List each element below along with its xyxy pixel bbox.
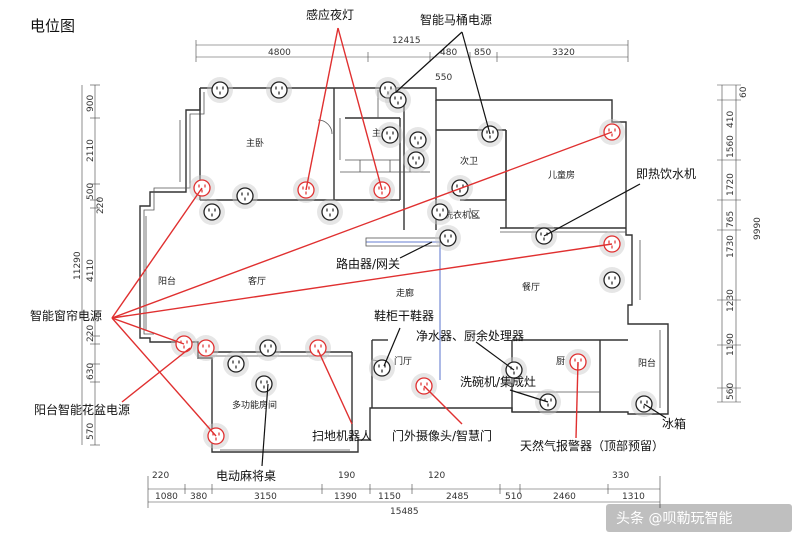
callout-gas-alarm: 天然气报警器（顶部预留） xyxy=(520,438,664,453)
dim-left-3: 500 xyxy=(86,183,96,200)
callout-shoe-dryer: 鞋柜干鞋器 xyxy=(374,308,434,323)
outlets xyxy=(171,77,657,449)
dim-top-4: 3320 xyxy=(552,48,575,58)
callout-dishwasher: 洗碗机/集成灶 xyxy=(460,374,536,389)
dim-top-3: 850 xyxy=(474,48,491,58)
callout-mahjong: 电动麻将桌 xyxy=(216,468,276,483)
dim-bottom-3: 3150 xyxy=(254,492,277,502)
watermark: 头条 @呗勒玩智能 xyxy=(616,510,732,527)
outlet-icon xyxy=(232,183,258,209)
dim-bottom-8: 2460 xyxy=(553,492,576,502)
outlet-icon xyxy=(385,87,411,113)
dim-left-7: 630 xyxy=(86,363,96,380)
outlet-icon xyxy=(427,199,453,225)
dim-left-1: 900 xyxy=(86,95,96,112)
dim-bottom-2: 380 xyxy=(190,492,207,502)
outlet-icon xyxy=(377,122,403,148)
dim-bottom-total: 15485 xyxy=(390,507,419,517)
watermark-box xyxy=(606,504,792,532)
dim-right-8: 1190 xyxy=(726,333,736,356)
callout-toilet: 智能马桶电源 xyxy=(420,12,492,27)
callout-water-heater: 即热饮水机 xyxy=(636,167,696,181)
room-living: 客厅 xyxy=(248,275,266,287)
dim-right-9: 560 xyxy=(726,383,736,400)
dim-left-total: 11290 xyxy=(73,251,83,280)
room-master: 主卧 xyxy=(246,137,264,149)
room-balcony2: 阳台 xyxy=(638,357,656,369)
outlet-icon xyxy=(207,77,233,103)
dim-left-8: 570 xyxy=(86,423,96,440)
dim-top-1: 4800 xyxy=(268,48,291,58)
dim-bottom-small-3: 120 xyxy=(428,471,445,481)
room-multi: 多功能房间 xyxy=(232,399,277,411)
callouts: 感应夜灯 智能马桶电源 即热饮水机 路由器/网关 智能窗帘电源 鞋柜干鞋器 净水… xyxy=(30,7,696,483)
dim-bottom-4: 1390 xyxy=(334,492,357,502)
dim-left-4: 220 xyxy=(96,197,106,214)
dim-bottom-5: 1150 xyxy=(378,492,401,502)
callout-door-camera: 门外摄像头/智慧门 xyxy=(392,428,492,443)
dim-left-5: 4110 xyxy=(86,259,96,282)
room-balcony: 阳台 xyxy=(158,275,176,287)
left-dimensions: 900 2110 500 220 4110 220 630 570 11290 xyxy=(73,84,106,446)
dim-right-4: 1720 xyxy=(726,173,736,196)
right-dimensions: 60 410 1560 1720 765 1730 1230 1190 560 … xyxy=(717,84,763,403)
outlet-icon xyxy=(403,147,429,173)
room-kitchen: 厨 xyxy=(556,356,565,367)
dim-right-3: 1560 xyxy=(726,135,736,158)
callout-night-light: 感应夜灯 xyxy=(306,7,354,22)
dim-right-6: 1730 xyxy=(726,235,736,258)
outlet-icon xyxy=(369,355,395,381)
dim-bottom-6: 2485 xyxy=(446,492,469,502)
smart-outlet-icon xyxy=(193,335,219,361)
outlet-icon xyxy=(599,267,625,293)
page-title: 电位图 xyxy=(30,17,75,35)
dim-top-2: 480 xyxy=(440,48,457,58)
bottom-dimensions: 220 190 120 330 1080 380 3150 1390 1150 … xyxy=(147,471,661,517)
dim-right-5: 765 xyxy=(726,211,736,228)
dim-bottom-7: 510 xyxy=(505,492,522,502)
dim-bottom-9: 1310 xyxy=(622,492,645,502)
dim-left-2: 2110 xyxy=(86,139,96,162)
dim-bottom-small-2: 190 xyxy=(338,471,355,481)
outlet-icon xyxy=(405,127,431,153)
dim-bottom-1: 1080 xyxy=(155,492,178,502)
outlet-icon xyxy=(266,77,292,103)
callout-router: 路由器/网关 xyxy=(336,256,400,271)
room-kids: 儿童房 xyxy=(548,169,575,181)
dim-right-2: 410 xyxy=(726,111,736,128)
dim-bottom-small-1: 220 xyxy=(152,471,169,481)
callout-robot-vacuum: 扫地机器人 xyxy=(312,429,372,443)
dim-top-total: 12415 xyxy=(392,36,421,46)
callout-plant-pot: 阳台智能花盆电源 xyxy=(34,402,130,417)
dim-right-total: 9990 xyxy=(753,217,763,240)
callout-purifier: 净水器、厨余处理器 xyxy=(416,328,524,343)
room-dining: 餐厅 xyxy=(522,281,540,293)
callout-curtain: 智能窗帘电源 xyxy=(30,308,102,323)
top-dimensions: 12415 4800 480 850 3320 550 xyxy=(195,36,629,83)
outlet-icon xyxy=(255,335,281,361)
smart-outlet-icon xyxy=(305,335,331,361)
room-second-bath: 次卫 xyxy=(460,155,478,167)
room-corridor: 走廊 xyxy=(396,287,414,299)
room-labels: 主卧 主卫 次卫 儿童房 洗衣机区 阳台 客厅 走廊 餐厅 多功能房间 门厅 厨… xyxy=(158,127,656,411)
dim-bottom-small-4: 330 xyxy=(612,471,629,481)
dim-right-1: 60 xyxy=(739,86,749,98)
outlet-icon xyxy=(223,351,249,377)
outlet-icon xyxy=(251,371,277,397)
callout-lines xyxy=(111,27,667,467)
callout-fridge: 冰箱 xyxy=(662,416,686,431)
room-laundry: 洗衣机区 xyxy=(444,209,480,221)
walls xyxy=(139,85,669,453)
outlet-icon xyxy=(435,225,461,251)
dim-top-small: 550 xyxy=(435,73,452,83)
room-foyer: 门厅 xyxy=(394,355,412,367)
outlet-icon xyxy=(199,199,225,225)
dim-right-7: 1230 xyxy=(726,289,736,312)
dim-left-6: 220 xyxy=(86,325,96,342)
outlet-icon xyxy=(317,199,343,225)
